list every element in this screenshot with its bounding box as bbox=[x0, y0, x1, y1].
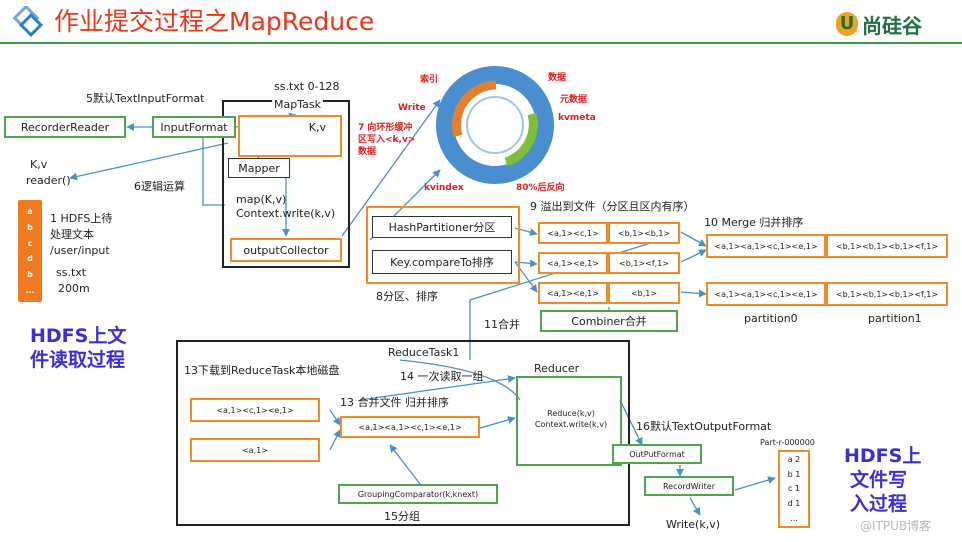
logic-note: 6逻辑运算 bbox=[134, 180, 185, 193]
ring-label-index: 索引 bbox=[420, 75, 439, 85]
part-line: a 2 bbox=[787, 454, 801, 464]
reducetask-label: ReduceTask1 bbox=[388, 346, 460, 359]
merge-cell: <a,1><a,1><c,1><e,1> bbox=[706, 282, 826, 306]
write-call: Write(k,v) bbox=[666, 518, 721, 531]
grouping-box: GroupingComparator(k,knext) bbox=[338, 484, 498, 504]
combiner-box: Combiner合并 bbox=[540, 310, 678, 332]
output-collector-box: outputCollector bbox=[230, 238, 342, 262]
ring-label-kvmeta: kvmeta bbox=[558, 113, 596, 123]
logo-text: 尚硅谷 bbox=[862, 13, 922, 38]
map-call: map(K,v) bbox=[236, 193, 287, 206]
logo-icon: U bbox=[836, 12, 858, 36]
hdfs-note-1: 1 HDFS上待 bbox=[50, 212, 113, 225]
header-icon bbox=[8, 4, 48, 40]
file-name: ss.txt bbox=[56, 266, 87, 279]
group-note: 14 一次读取一组 bbox=[400, 370, 484, 383]
part-line: c 1 bbox=[787, 484, 801, 494]
file-letter: d bbox=[27, 254, 33, 264]
hdfs-write-title: HDFS上 文件写 入过程 bbox=[844, 444, 921, 516]
ring-label-data: 数据 bbox=[548, 73, 567, 83]
output-format-note: 16默认TextOutputFormat bbox=[636, 420, 772, 433]
merge-cell: <b,1><b,1><b,1><f,1> bbox=[826, 282, 948, 306]
spill-cell: <a,1><e,1> bbox=[538, 252, 608, 274]
hdfs-read-line1: HDFS上文 bbox=[30, 325, 127, 347]
reducer-label: Reducer bbox=[532, 362, 582, 375]
grouping-note: 15分组 bbox=[384, 510, 420, 523]
kv-label: K,v bbox=[308, 121, 326, 134]
spill-cell: <b,1> bbox=[608, 282, 680, 304]
record-reader-box: RecorderReader bbox=[4, 116, 126, 138]
reduce-cell-left: <a,1><c,1><e,1> bbox=[190, 398, 320, 422]
maptask-label: MapTask bbox=[272, 98, 323, 111]
hash-partitioner-box: HashPartitioner分区 bbox=[372, 216, 512, 238]
spill-cell: <b,1><b,1> bbox=[608, 222, 680, 244]
ring-label-meta: 元数据 bbox=[560, 95, 588, 105]
ring-write-note: 7 向环形缓冲区写入<k,v>数据 bbox=[358, 123, 416, 157]
ring-label-reverse: 80%后反向 bbox=[516, 183, 565, 193]
part-file-label: Part-r-000000 bbox=[760, 438, 815, 447]
hdfs-write-line3: 入过程 bbox=[850, 493, 908, 515]
context-write: Context.write(k,v) bbox=[236, 207, 336, 220]
brand-logo: U 尚硅谷 bbox=[836, 10, 948, 38]
hdfs-read-title: HDFS上文 件读取过程 bbox=[30, 324, 126, 372]
reader-call: reader() bbox=[26, 174, 71, 187]
file-letter: b bbox=[27, 269, 33, 279]
kv-box: K,v bbox=[238, 115, 342, 157]
key-compare-box: Key.compareTo排序 bbox=[372, 250, 512, 274]
part-file-box: a 2 b 1 c 1 d 1 ... bbox=[778, 450, 810, 528]
input-format-box: InputFormat bbox=[152, 116, 236, 138]
file-letter: ... bbox=[25, 285, 35, 295]
partition-frame bbox=[366, 206, 520, 284]
spill-cell: <a,1><c,1> bbox=[538, 222, 608, 244]
page-title: 作业提交过程之MapReduce bbox=[54, 7, 375, 36]
file-letter: c bbox=[27, 238, 33, 248]
watermark: @ITPUB博客 bbox=[860, 519, 932, 533]
spill-note: 9 溢出到文件（分区且区内有序） bbox=[530, 200, 695, 213]
input-file-bar: a b c d b ... bbox=[18, 200, 42, 302]
ring-label-kvindex: kvindex bbox=[424, 183, 464, 193]
ring-buffer bbox=[436, 66, 554, 184]
record-writer-box: RecordWriter bbox=[644, 476, 734, 496]
download-note: 13下载到ReduceTask本地磁盘 bbox=[184, 364, 340, 377]
merge-note: 10 Merge 归并排序 bbox=[704, 216, 804, 229]
merge-cell: <a,1><a,1><c,1><e,1> bbox=[706, 234, 826, 258]
hdfs-write-line1: HDFS上 bbox=[844, 445, 922, 467]
merge-file-note: 13 合并文件 归并排序 bbox=[340, 396, 449, 409]
hdfs-write-line2: 文件写 bbox=[850, 469, 908, 491]
reducetask-frame bbox=[176, 340, 630, 526]
reduce-cell-left: <a,1> bbox=[190, 438, 320, 462]
reader-kv: K,v bbox=[30, 158, 48, 171]
part-line: b 1 bbox=[787, 469, 801, 479]
file-letter: a bbox=[27, 207, 33, 217]
mapper-box: Mapper bbox=[228, 158, 290, 178]
file-letter: b bbox=[27, 222, 33, 232]
merge-cell: <b,1><b,1><b,1><f,1> bbox=[826, 234, 948, 258]
hdfs-note-3: /user/input bbox=[50, 244, 110, 257]
combiner-note: 11合并 bbox=[484, 318, 520, 331]
input-format-note: 5默认TextInputFormat bbox=[86, 92, 205, 105]
partition-label-0: partition0 bbox=[744, 312, 798, 325]
file-size: 200m bbox=[58, 282, 90, 295]
partition-note: 8分区、排序 bbox=[376, 290, 438, 303]
partition-label-1: partition1 bbox=[868, 312, 922, 325]
reduce-merged-cell: <a,1><a,1><c,1><e,1> bbox=[340, 416, 480, 438]
file-split-label: ss.txt 0-128 bbox=[274, 80, 340, 93]
part-line: ... bbox=[790, 514, 798, 524]
output-format-box: OutPutFormat bbox=[612, 444, 702, 464]
hdfs-read-line2: 件读取过程 bbox=[30, 349, 126, 371]
hdfs-note-2: 处理文本 bbox=[50, 228, 94, 241]
spill-cell: <b,1><f,1> bbox=[608, 252, 680, 274]
reducer-box bbox=[516, 376, 622, 466]
part-line: d 1 bbox=[787, 499, 801, 509]
header-rule bbox=[0, 42, 962, 44]
spill-cell: <a,1><e,1> bbox=[538, 282, 608, 304]
reduce-call: Reduce(k,v) Context.write(k,v) bbox=[534, 409, 608, 429]
ring-label-write: Write bbox=[398, 103, 426, 113]
